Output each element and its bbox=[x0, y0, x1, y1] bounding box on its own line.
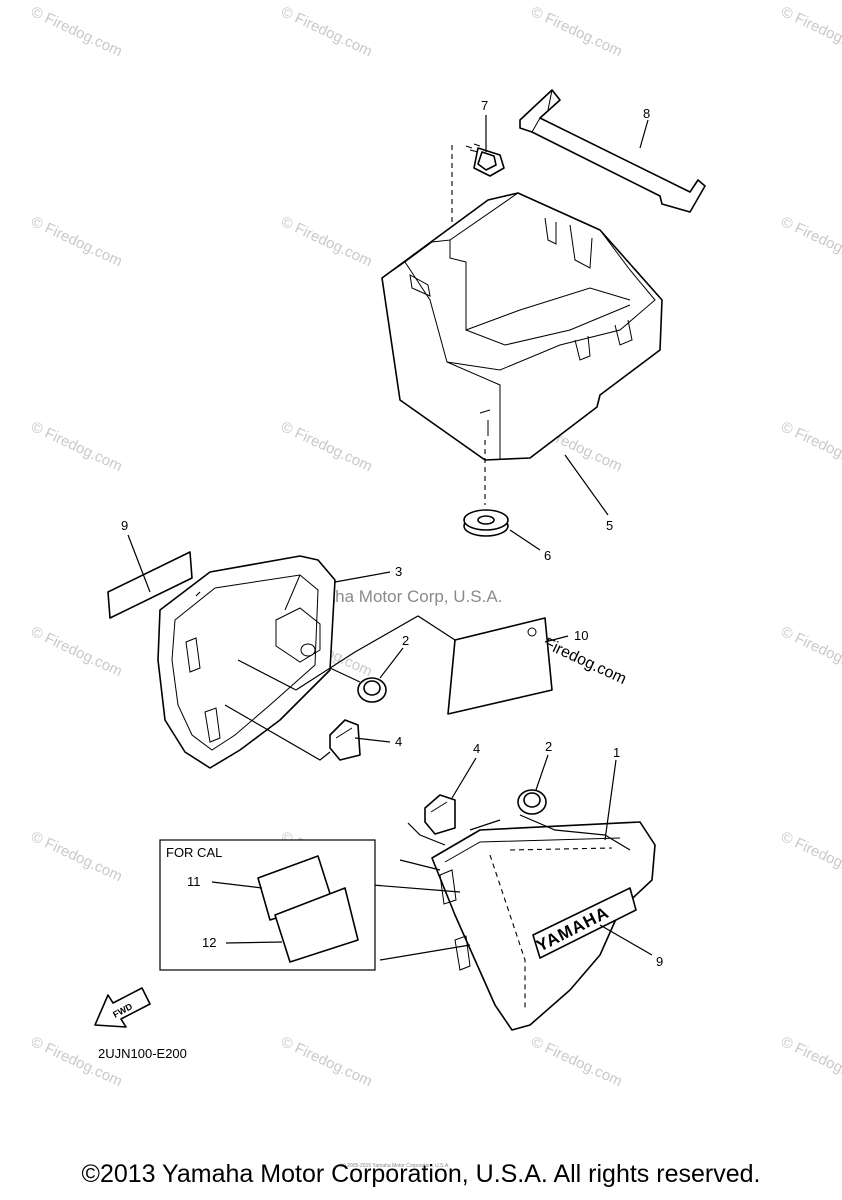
footer-fine-print: (c) 2005-2015 Yamaha Motor Corporation, … bbox=[340, 1163, 450, 1169]
callout-5: 5 bbox=[606, 518, 613, 533]
callout-10: 10 bbox=[574, 628, 588, 643]
plate-hole bbox=[527, 627, 537, 637]
watermark: © Firedog.com bbox=[28, 828, 125, 885]
fwd-arrow: FWD bbox=[94, 987, 151, 1028]
copyright-footer: ©2013 Yamaha Motor Corporation, U.S.A. A… bbox=[81, 1160, 761, 1188]
side-cover-left bbox=[157, 555, 336, 769]
callout-2-lower: 2 bbox=[545, 739, 552, 754]
watermark: © Firedog.com bbox=[528, 3, 625, 60]
for-cal-inset: FOR CAL bbox=[159, 839, 376, 971]
center-watermark: Yamaha Motor Corp, U.S.A. bbox=[292, 587, 502, 606]
watermark: © Firedog.com bbox=[28, 623, 125, 680]
callout-2-upper: 2 bbox=[402, 633, 409, 648]
battery-strap bbox=[519, 89, 706, 213]
watermark: © Firedog.com bbox=[778, 828, 842, 885]
callout-leaders bbox=[127, 115, 653, 956]
callout-8: 8 bbox=[643, 106, 650, 121]
watermark: © Firedog.com bbox=[528, 1033, 625, 1090]
emblem-sticker bbox=[107, 551, 193, 619]
watermark: © Firedog.com bbox=[778, 418, 842, 475]
label-12 bbox=[274, 887, 359, 963]
plate bbox=[447, 617, 553, 715]
watermark: © Firedog.com bbox=[778, 623, 842, 680]
callout-9-top: 9 bbox=[121, 518, 128, 533]
callout-12: 12 bbox=[202, 935, 216, 950]
clip-upper bbox=[329, 719, 361, 761]
watermark: © Firedog.com bbox=[778, 213, 842, 270]
callout-7: 7 bbox=[481, 98, 488, 113]
callout-3: 3 bbox=[395, 564, 402, 579]
watermark: © Firedog.com bbox=[278, 1033, 375, 1090]
watermark: © Firedog.com bbox=[278, 3, 375, 60]
callout-9-bottom: 9 bbox=[656, 954, 663, 969]
callout-4-upper: 4 bbox=[395, 734, 402, 749]
watermark: © Firedog.com bbox=[278, 418, 375, 475]
watermark: © Firedog.com bbox=[28, 1033, 125, 1090]
bolt bbox=[465, 143, 505, 177]
callout-11: 11 bbox=[187, 874, 201, 889]
leader-lines-lower bbox=[334, 814, 631, 961]
side-cover-right: YAMAHA bbox=[431, 821, 656, 1031]
watermark: © Firedog.com bbox=[778, 1033, 842, 1090]
callout-1: 1 bbox=[613, 745, 620, 760]
damper bbox=[463, 509, 509, 537]
callout-4-lower: 4 bbox=[473, 741, 480, 756]
callout-6: 6 bbox=[544, 548, 551, 563]
grommet-lower bbox=[517, 789, 547, 815]
watermark-grid: © Firedog.com © Firedog.com © Firedog.co… bbox=[28, 3, 842, 1090]
grommet-upper bbox=[357, 677, 387, 703]
battery-box bbox=[381, 192, 663, 461]
watermark: © Firedog.com bbox=[778, 3, 842, 60]
watermark: © Firedog.com bbox=[278, 213, 375, 270]
watermark: © Firedog.com bbox=[28, 3, 125, 60]
inset-label: FOR CAL bbox=[166, 845, 222, 860]
leader-lines-upper bbox=[195, 591, 456, 761]
watermark: © Firedog.com bbox=[28, 418, 125, 475]
watermark: © Firedog.com bbox=[28, 213, 125, 270]
clip-lower bbox=[424, 794, 456, 835]
diagram-code: 2UJN100-E200 bbox=[98, 1046, 187, 1061]
